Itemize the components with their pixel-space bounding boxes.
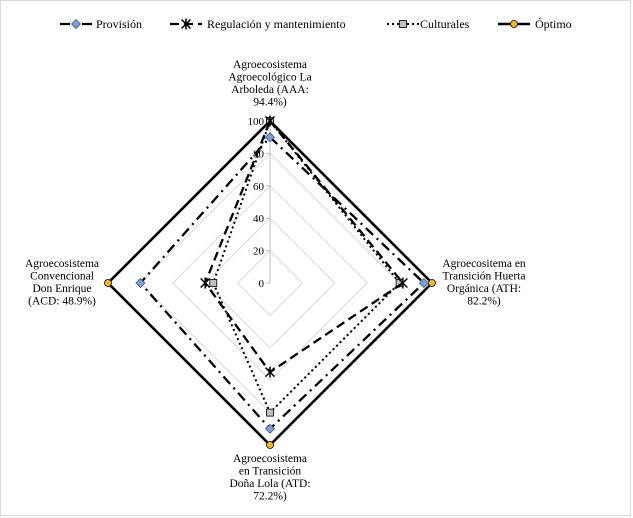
legend-label: Culturales: [420, 17, 470, 31]
radial-tick-label: 100: [248, 116, 265, 128]
axis-label-line: Agroecositema en: [442, 258, 526, 270]
legend-item-1: Regulación y mantenimiento: [170, 17, 346, 31]
axis-label-line: en Transición: [239, 466, 302, 478]
axis-label-line: Arboleda (AAA:: [231, 84, 309, 96]
radial-axis-ticks: 0 20 40 60 80 100: [248, 116, 271, 290]
series-point: [266, 408, 274, 417]
grid-ring: [204, 217, 336, 349]
series-point: [428, 279, 436, 287]
series-point: [397, 277, 408, 289]
axis-label-line: Don Enrique: [32, 283, 91, 295]
radial-tick-label: 60: [253, 181, 265, 193]
series-point: [264, 132, 276, 143]
series-2: [209, 117, 404, 417]
series-layer: [104, 115, 436, 449]
series-point: [135, 277, 146, 289]
legend-label: Óptimo: [535, 17, 572, 31]
axis-label-line: Doña Lola (ATD:: [229, 478, 310, 490]
series-point: [264, 366, 276, 378]
grid-ring: [172, 185, 368, 381]
axis-label-line: Agroecológico La: [228, 72, 311, 84]
series-point: [209, 279, 218, 287]
radial-tick-label: 0: [259, 278, 265, 290]
axis-label-line: Agroecosistema: [25, 258, 99, 270]
axis-label-line: Agroecosistema: [233, 453, 307, 465]
radial-tick-label: 80: [253, 148, 265, 160]
axis-label-line: (ACD: 48.9%): [28, 296, 96, 308]
legend-item-3: Óptimo: [498, 17, 572, 31]
series-point: [264, 115, 276, 127]
series-line: [138, 135, 426, 431]
series-point: [264, 423, 276, 434]
legend-swatch-marker: [180, 18, 192, 30]
legend-swatch-marker: [510, 20, 518, 28]
series-0: [135, 132, 429, 434]
axis-label-line: Agroecosistema: [233, 59, 307, 71]
series-point: [200, 277, 211, 289]
legend: Provisión Regulación y mantenimiento Cultu…: [60, 17, 572, 31]
series-point: [104, 279, 112, 287]
axis-label-line: Transición Huerta: [443, 271, 526, 283]
legend-item-0: Provisión: [60, 17, 142, 31]
legend-label: Provisión: [96, 17, 142, 31]
radial-tick-label: 40: [253, 213, 265, 225]
axis-label-line: 94.4%): [253, 97, 287, 109]
legend-swatch-marker: [399, 20, 407, 28]
grid-ring: [236, 249, 304, 317]
axis-label-line: Convencional: [30, 271, 94, 283]
legend-swatch-marker: [70, 18, 82, 30]
series-point: [266, 441, 274, 449]
legend-item-2: Culturales: [387, 17, 470, 31]
series-point: [418, 277, 429, 289]
axis-label-line: 82.2%): [467, 296, 501, 308]
series-1: [200, 115, 408, 378]
axis-label-line: 72.2%): [253, 491, 287, 503]
radial-tick-label: 20: [253, 246, 265, 258]
axis-label-line: Orgánica (ATH:: [447, 283, 521, 295]
legend-label: Regulación y mantenimiento: [207, 17, 346, 31]
